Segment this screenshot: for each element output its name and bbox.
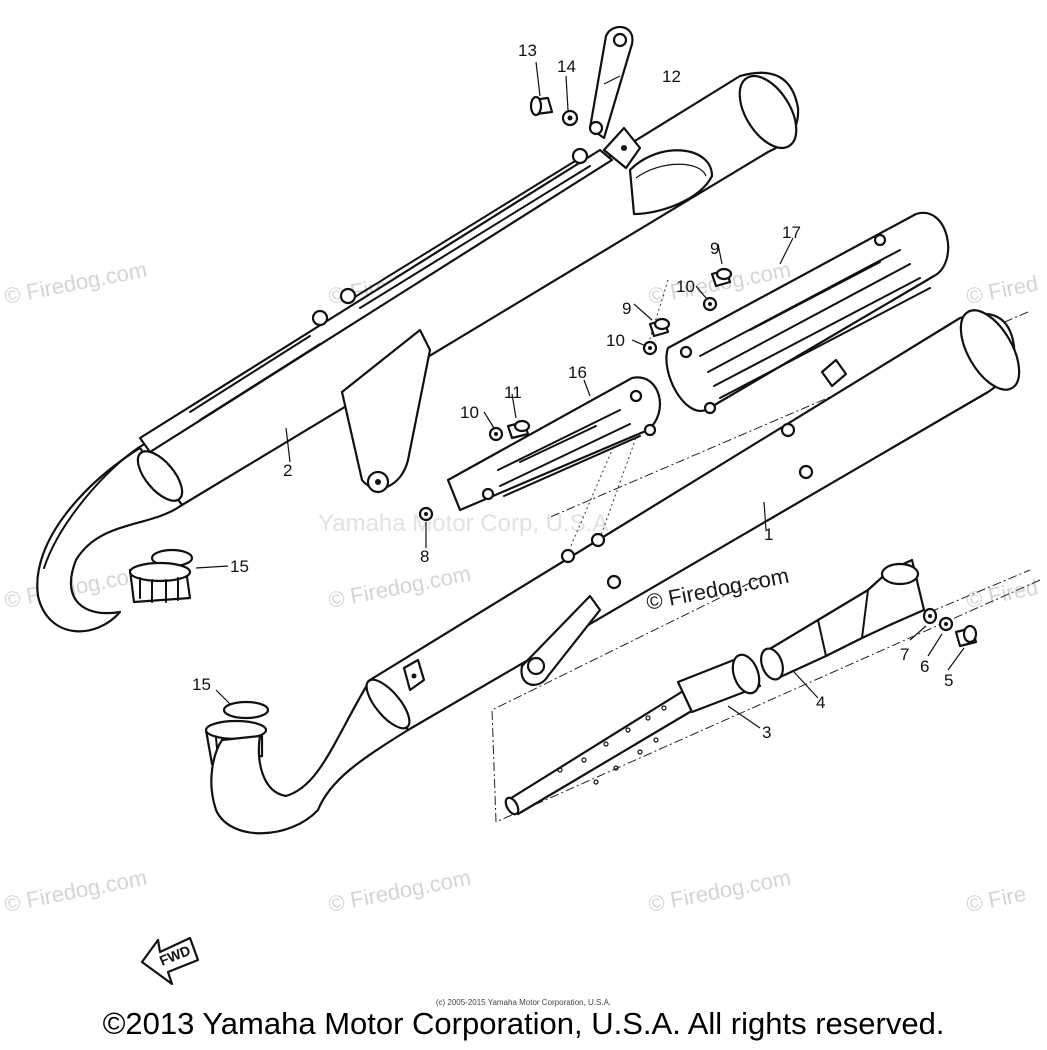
bolt-13 — [529, 95, 554, 117]
copyright-footer: ©2013 Yamaha Motor Corporation, U.S.A. A… — [102, 1006, 945, 1041]
callout-8: 8 — [420, 547, 429, 566]
watermark: © Fire — [964, 881, 1028, 917]
silencer-4 — [760, 558, 926, 681]
washer-6 — [938, 616, 954, 632]
watermark: © Fired — [964, 575, 1040, 613]
washer-10-upper — [702, 296, 718, 312]
bolt-5 — [954, 624, 978, 648]
callout-11: 11 — [504, 383, 522, 402]
callout-labels: 13 14 12 17 9 10 9 10 16 11 10 2 1 8 15 … — [192, 41, 953, 742]
callout-2: 2 — [283, 461, 292, 480]
watermark: © Firedog.com — [646, 865, 793, 917]
callout-3: 3 — [762, 723, 771, 742]
callout-13: 13 — [518, 41, 537, 60]
exhaust-pipe-upper — [36, 71, 800, 633]
screw-11 — [506, 419, 531, 440]
screw-9-lower — [648, 317, 671, 338]
callout-16: 16 — [568, 363, 587, 382]
baffle-holes — [557, 705, 667, 785]
callout-12: 12 — [662, 67, 681, 86]
screw-9-upper — [710, 267, 733, 288]
callout-15-lower: 15 — [192, 675, 211, 694]
callout-5: 5 — [944, 671, 953, 690]
washer-10-lower — [642, 340, 658, 356]
callout-6: 6 — [920, 657, 929, 676]
baffle-pipe-3 — [504, 653, 762, 816]
watermark-center: Yamaha Motor Corp, U.S.A — [318, 510, 608, 537]
watermark: © Firedog.com — [326, 561, 473, 613]
callout-10-upper: 10 — [676, 277, 695, 296]
callout-7: 7 — [900, 645, 909, 664]
callout-1: 1 — [764, 525, 773, 544]
stay-bracket — [588, 26, 634, 140]
watermark: © Firedog.com — [2, 865, 149, 917]
callout-15-upper: 15 — [230, 557, 249, 576]
callout-9-upper: 9 — [710, 239, 719, 258]
callout-14: 14 — [557, 57, 576, 76]
callout-10-lower: 10 — [606, 331, 625, 350]
washer-7 — [922, 607, 938, 625]
callout-4: 4 — [816, 693, 825, 712]
washer-8 — [418, 506, 434, 522]
callout-9-lower: 9 — [622, 299, 631, 318]
protector-16 — [446, 376, 662, 512]
watermark: © Fired — [964, 271, 1040, 309]
watermark: © Firedog.com — [2, 257, 149, 309]
small-credit-line: (c) 2005-2015 Yamaha Motor Corporation, … — [435, 998, 612, 1007]
washer-10-front — [488, 426, 504, 442]
watermark: © Firedog.com — [326, 865, 473, 917]
fwd-arrow-icon: FWD — [140, 936, 200, 986]
callout-10-front: 10 — [460, 403, 479, 422]
callout-17: 17 — [782, 223, 801, 242]
flange-nut-15-upper — [128, 548, 194, 604]
leader-lines — [195, 61, 965, 729]
muffler-body — [210, 309, 1021, 835]
washer-14 — [561, 109, 579, 127]
protector-17 — [665, 211, 950, 415]
